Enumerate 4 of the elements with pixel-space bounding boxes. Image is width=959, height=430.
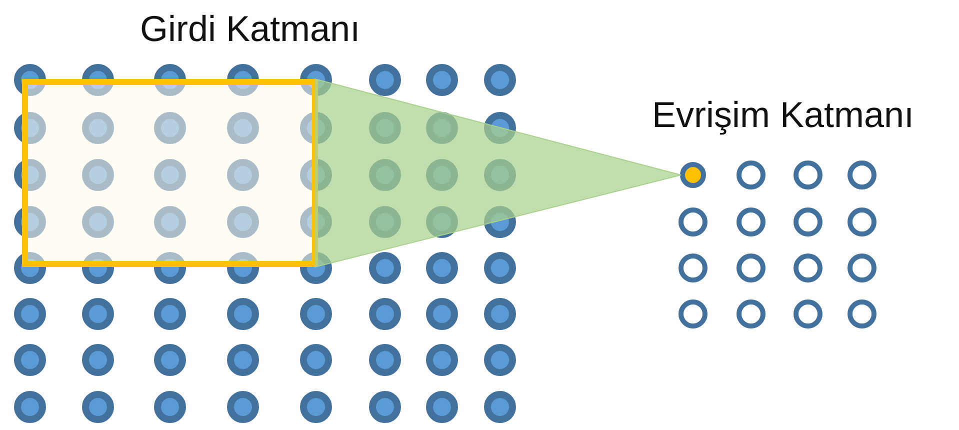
- layer-title: Girdi Katmanı: [140, 8, 360, 50]
- layer-title: Evrişim Katmanı: [652, 94, 914, 136]
- projection-cone: [314, 78, 682, 268]
- output-neuron-dot: [680, 162, 706, 188]
